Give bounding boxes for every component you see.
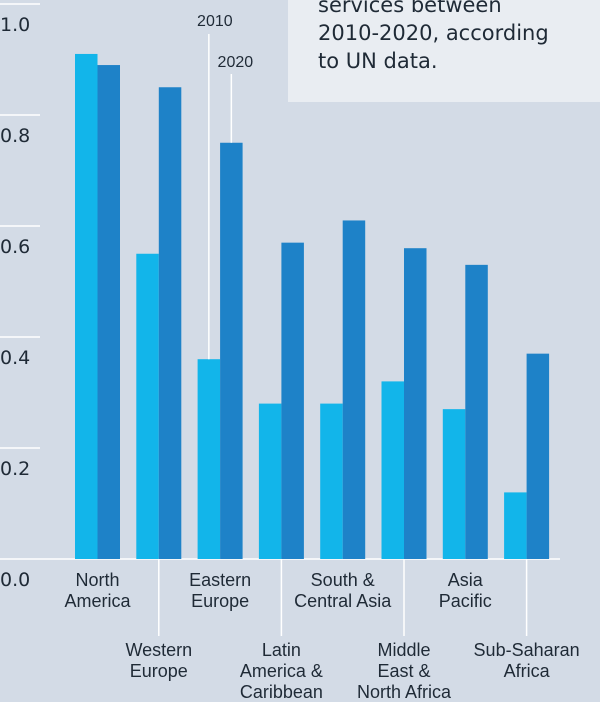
bar-2020: [97, 65, 120, 560]
category-label: Western: [125, 640, 192, 660]
bar-2020: [220, 142, 243, 559]
y-tick-label: 0.8: [0, 125, 30, 147]
category-label: Sub-Saharan: [474, 640, 580, 660]
bar-2020: [158, 87, 182, 559]
category-label: Pacific: [439, 591, 492, 611]
note-line-2: 2010-2020, according: [318, 21, 549, 45]
category-label: East &: [377, 661, 430, 681]
y-tick-label: 0.6: [0, 236, 30, 258]
bar-2020: [465, 264, 488, 559]
category-label: Caribbean: [240, 682, 323, 702]
legend-label-2020: 2020: [218, 54, 254, 71]
note-line-1: services between: [318, 0, 502, 17]
y-tick-label: 0.2: [0, 458, 30, 480]
bar-2010: [75, 53, 98, 559]
category-label: North Africa: [357, 682, 452, 702]
bar-2010: [258, 403, 282, 559]
bar-2020: [281, 242, 304, 559]
y-tick-label: 0.0: [0, 569, 30, 591]
category-label: Asia: [448, 570, 484, 590]
category-label: Europe: [130, 661, 188, 681]
bar-2010: [197, 359, 221, 559]
annotation-note: services between 2010-2020, according to…: [288, 0, 600, 102]
bar-2010: [442, 409, 466, 559]
bar-2010: [136, 253, 159, 559]
y-tick-label: 1.0: [0, 14, 30, 36]
category-label: America: [64, 591, 131, 611]
note-line-3: to UN data.: [318, 49, 438, 73]
category-label: America &: [240, 661, 323, 681]
bar-2010: [381, 381, 404, 559]
category-label: North: [75, 570, 119, 590]
y-tick-label: 0.4: [0, 347, 30, 369]
legend-label-2010: 2010: [197, 13, 233, 30]
category-label: Europe: [191, 591, 249, 611]
bar-2010: [320, 403, 343, 559]
category-label: Central Asia: [294, 591, 392, 611]
bar-2020: [342, 220, 366, 559]
category-label: Latin: [262, 640, 301, 660]
category-label: South &: [311, 570, 375, 590]
bar-2010: [504, 492, 527, 559]
bar-2020: [526, 353, 550, 559]
category-label: Africa: [504, 661, 551, 681]
category-label: Middle: [377, 640, 430, 660]
bar-2020: [404, 248, 427, 559]
category-label: Eastern: [189, 570, 251, 590]
